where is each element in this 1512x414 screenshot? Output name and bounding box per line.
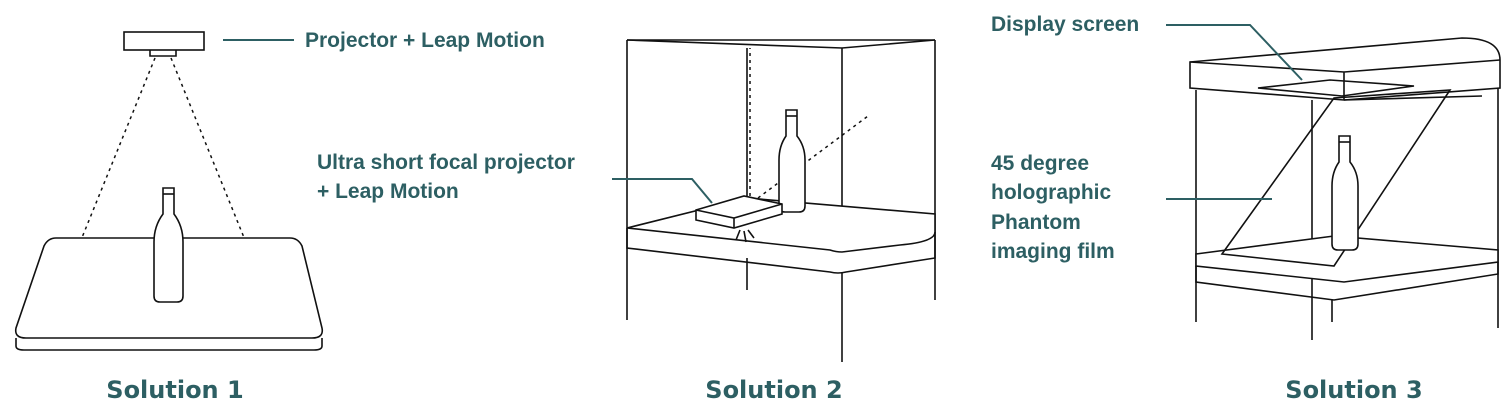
label-ultra-short-line2: + Leap Motion	[317, 180, 459, 203]
cabinet3-shelf-front	[1195, 262, 1499, 301]
cabinet3-top-inner	[1343, 95, 1483, 101]
solution-1: Projector + Leap Motion Solution 1	[14, 29, 545, 404]
table-edge	[15, 338, 323, 351]
label-ultra-short-line1: Ultra short focal projector	[317, 151, 575, 174]
cabinet-top-front	[626, 39, 843, 49]
leader-short-throw	[612, 178, 713, 204]
bottle-2	[778, 109, 806, 213]
cabinet-top-right	[841, 39, 936, 49]
label-projector-leap-motion: Projector + Leap Motion	[305, 29, 545, 52]
cabinet-shelf-front	[626, 228, 936, 274]
projector-box	[123, 31, 205, 51]
bottle-1	[153, 187, 184, 303]
holographic-film	[1220, 89, 1452, 267]
caption-solution-3: Solution 3	[1285, 376, 1422, 404]
display-lid	[1189, 37, 1501, 101]
short-throw-projector-edges	[695, 203, 783, 228]
projection-line-diagonal	[757, 115, 869, 199]
solution-3: Display screen 45 degree holographic Pha…	[991, 13, 1501, 404]
caption-solution-2: Solution 2	[705, 376, 842, 404]
short-throw-projector	[695, 195, 783, 229]
projector-light-rays	[735, 229, 755, 243]
solution-2: Ultra short focal projector + Leap Motio…	[317, 39, 936, 404]
label-film-line4: imaging film	[991, 240, 1115, 263]
display-screen-panel	[1257, 79, 1415, 97]
label-display-screen: Display screen	[991, 13, 1139, 36]
bottle-3	[1331, 135, 1359, 251]
leader-display-screen	[1166, 24, 1303, 81]
caption-solution-1: Solution 1	[106, 376, 243, 404]
label-film-line1: 45 degree	[991, 152, 1089, 175]
label-film-line3: Phantom	[991, 211, 1081, 234]
projector-lens	[149, 50, 177, 57]
label-film-line2: holographic	[991, 181, 1111, 204]
